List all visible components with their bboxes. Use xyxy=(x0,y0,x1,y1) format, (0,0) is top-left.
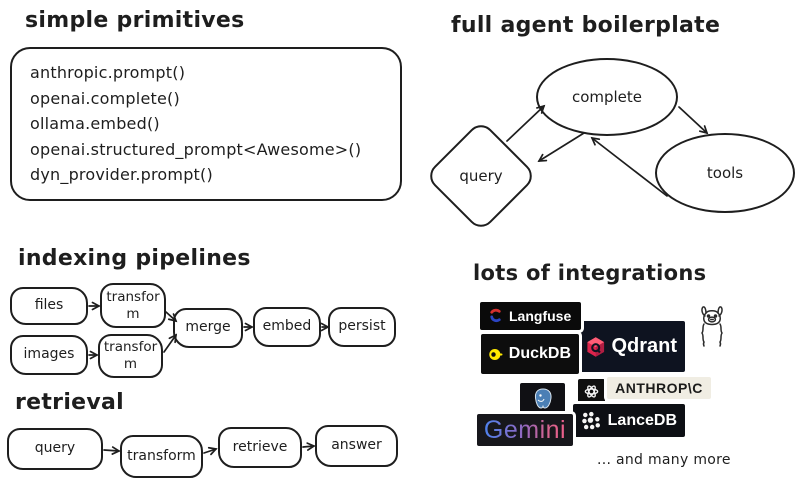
postgresql-icon xyxy=(534,387,552,409)
pipeline-box-merge: merge xyxy=(173,308,243,348)
openai-icon xyxy=(584,385,599,398)
badge-postgresql xyxy=(520,383,565,415)
arrow-complete-to-query xyxy=(537,132,585,162)
badge-qdrant-label: Qdrant xyxy=(611,335,677,357)
node-query-label: query xyxy=(459,167,503,185)
primitives-code-box: anthropic.prompt() openai.complete() oll… xyxy=(10,47,402,201)
pipeline-box-persist: persist xyxy=(328,307,396,347)
retrieval-box-answer: answer xyxy=(315,425,398,467)
badge-gemini-label: Gemini xyxy=(483,415,567,444)
badge-lancedb-label: LanceDB xyxy=(607,411,677,429)
badge-duckdb: DuckDB xyxy=(481,334,579,374)
node-tools: tools xyxy=(655,133,795,213)
badge-langfuse: Langfuse xyxy=(480,302,581,330)
arrow-complete-to-tools xyxy=(678,106,709,135)
badge-anthropic: ANTHROP\C xyxy=(607,377,711,399)
badge-duckdb-label: DuckDB xyxy=(508,345,571,362)
llama-icon xyxy=(701,306,723,347)
section-title-retrieval: retrieval xyxy=(15,390,125,415)
pipeline-box-transform-images: transform xyxy=(98,334,163,378)
badge-qdrant: Qdrant xyxy=(578,321,685,372)
badge-openai xyxy=(578,379,605,404)
node-complete-label: complete xyxy=(571,87,643,106)
and-many-more-note: ... and many more xyxy=(597,452,731,468)
code-line: ollama.embed() xyxy=(30,114,160,133)
lancedb-icon xyxy=(582,411,601,429)
code-line: anthropic.prompt() xyxy=(30,63,186,82)
retrieval-box-query: query xyxy=(7,428,103,470)
badge-lancedb: LanceDB xyxy=(573,404,685,437)
langfuse-icon xyxy=(490,308,501,323)
badge-gemini: Gemini xyxy=(477,414,573,446)
qdrant-icon xyxy=(587,336,605,357)
code-line: dyn_provider.prompt() xyxy=(30,165,213,184)
badge-langfuse-label: Langfuse xyxy=(509,308,572,324)
duckdb-icon xyxy=(489,348,503,360)
arrow-transform-to-retrieve xyxy=(203,446,218,456)
pipeline-box-transform-files: transform xyxy=(100,283,166,328)
node-tools-label: tools xyxy=(706,163,744,182)
code-line: openai.structured_prompt<Awesome>() xyxy=(30,139,362,159)
node-complete: complete xyxy=(536,58,678,136)
section-title-simple-primitives: simple primitives xyxy=(25,8,245,33)
section-title-indexing-pipelines: indexing pipelines xyxy=(18,246,251,271)
arrow-retrieve-to-answer xyxy=(302,442,316,451)
retrieval-box-transform: transform xyxy=(120,435,203,478)
section-title-agent-boilerplate: full agent boilerplate xyxy=(451,13,721,38)
code-line: openai.complete() xyxy=(30,88,180,108)
pipeline-box-images: images xyxy=(10,335,88,375)
arrow-query-to-transform xyxy=(103,446,121,455)
pipeline-box-embed: embed xyxy=(253,307,321,347)
retrieval-box-retrieve: retrieve xyxy=(218,427,302,468)
section-title-integrations: lots of integrations xyxy=(473,261,707,285)
pipeline-box-files: files xyxy=(10,287,88,325)
badge-anthropic-label: ANTHROP\C xyxy=(615,380,703,396)
